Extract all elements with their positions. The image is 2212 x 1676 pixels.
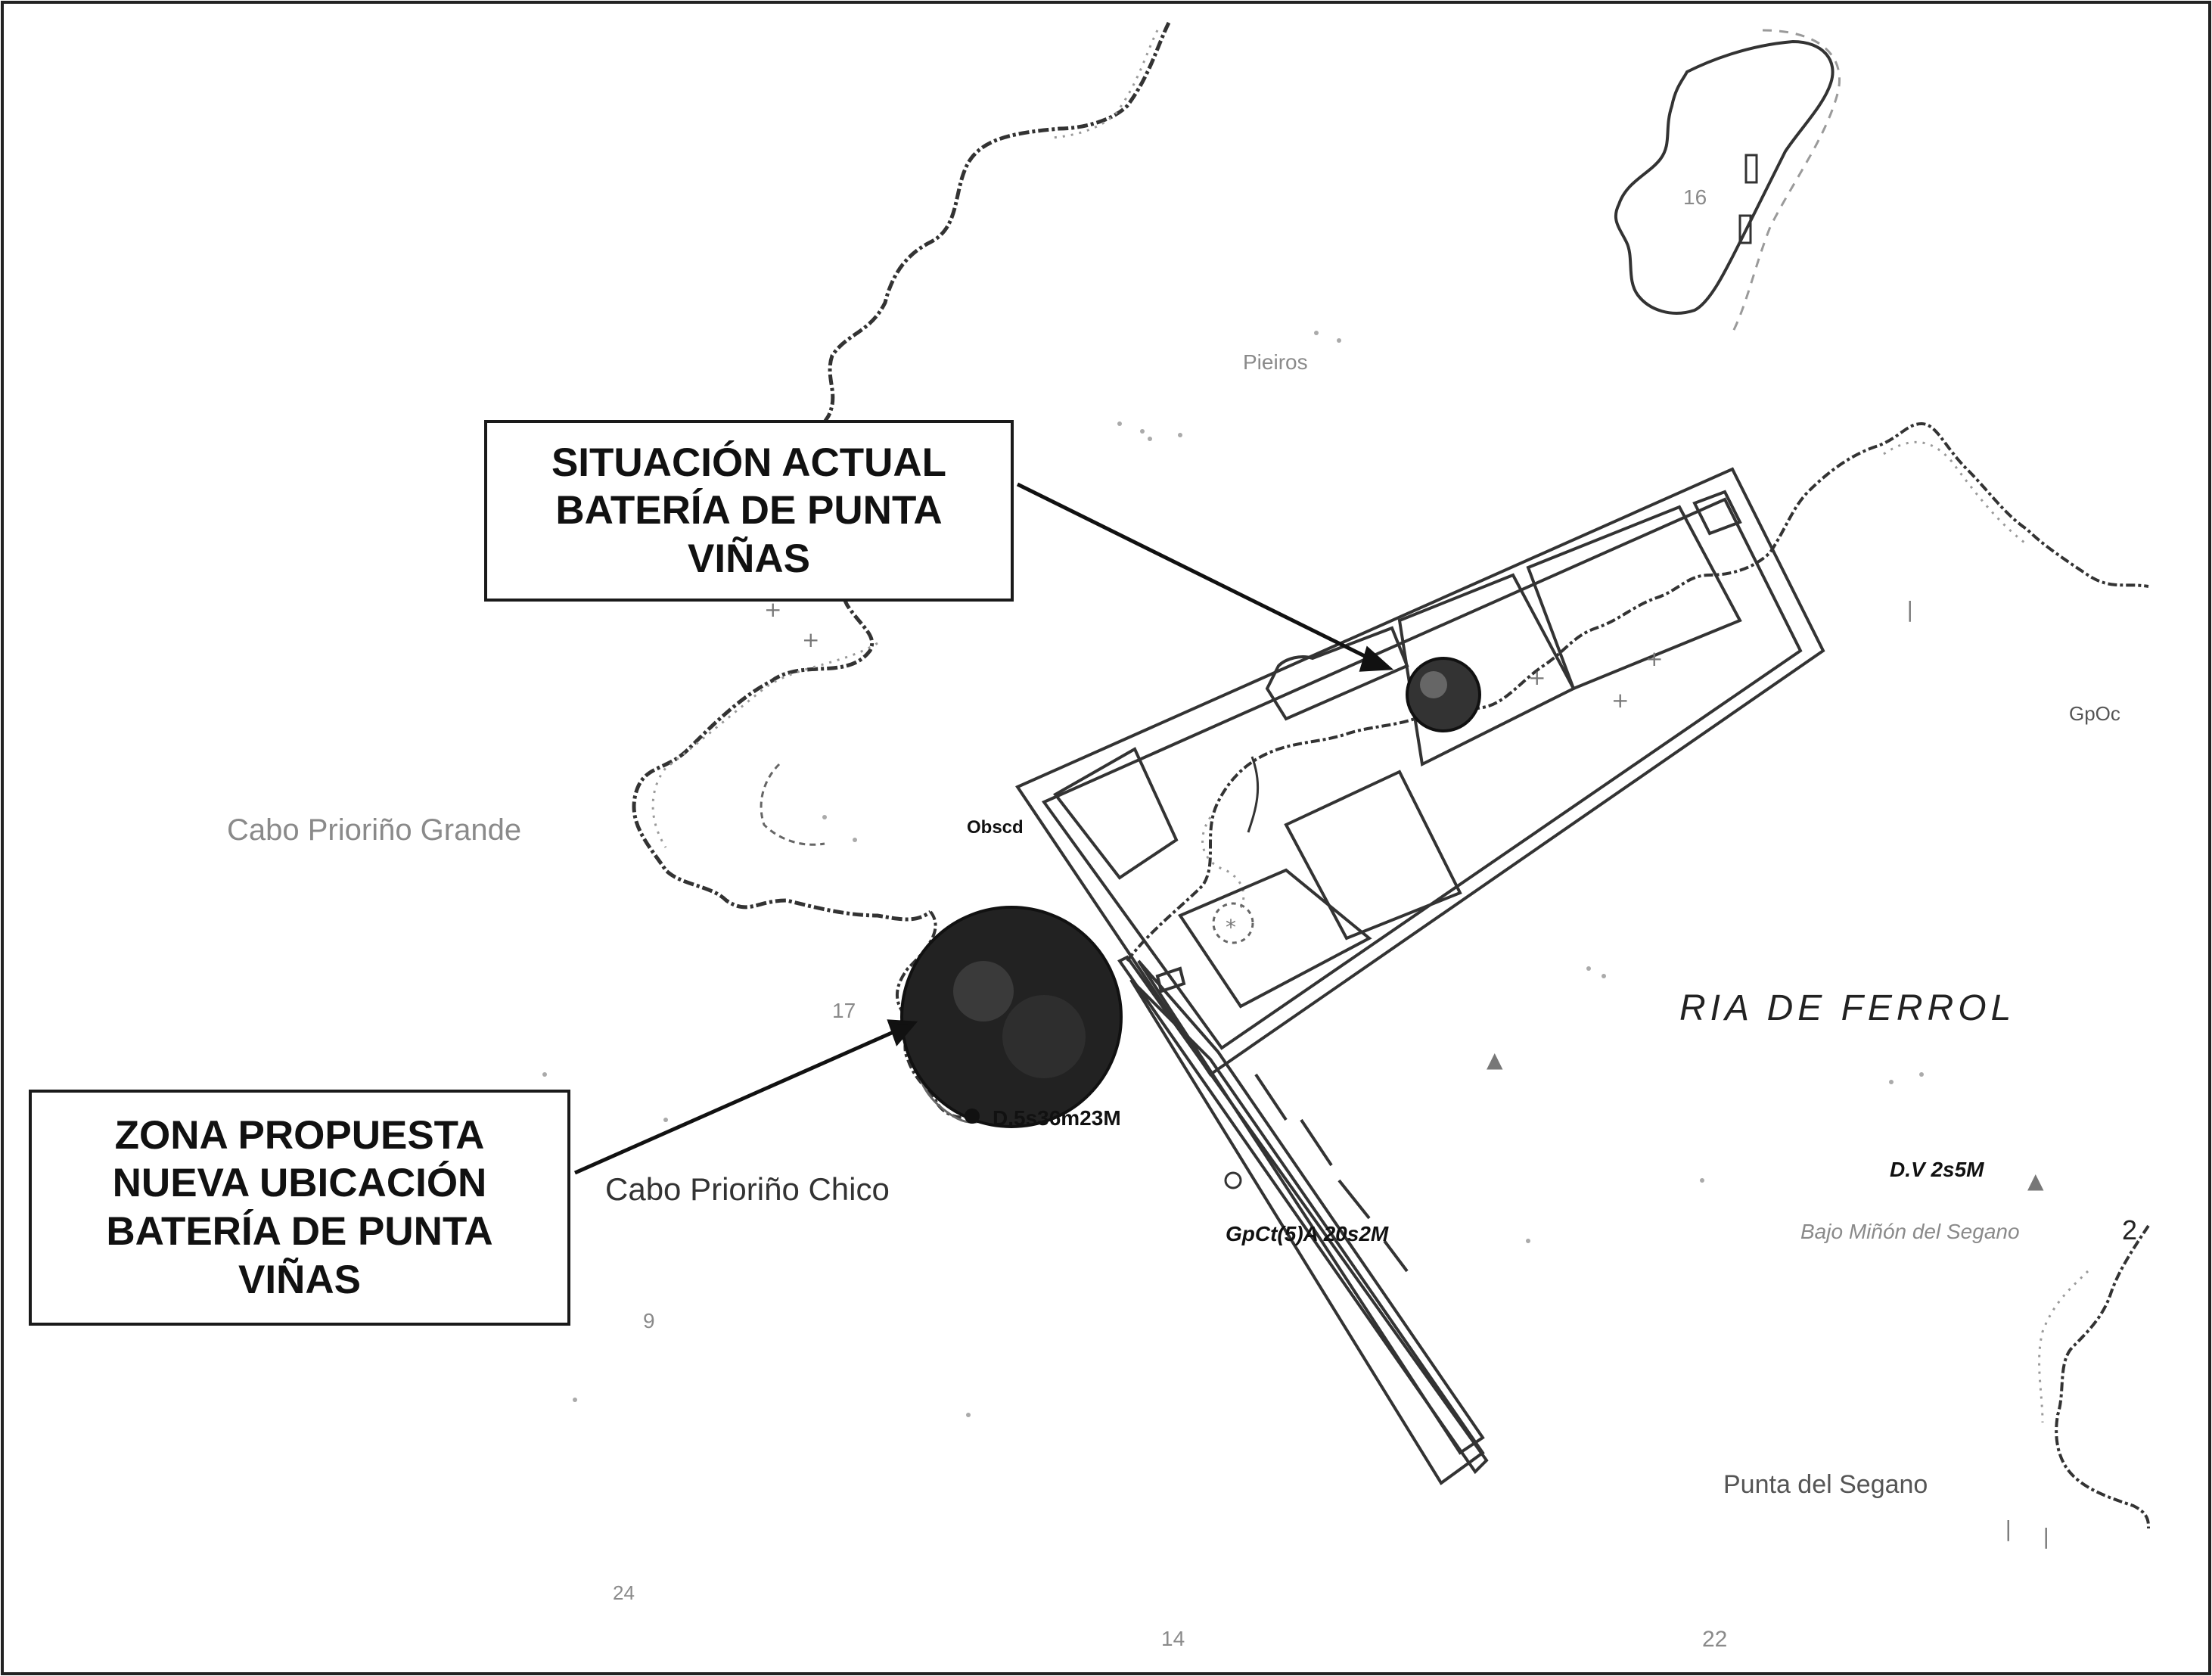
label-cabo-light: D.5s36m23M [993,1106,1121,1130]
proposed-zone-text: ZONA PROPUESTA NUEVA UBICACIÓN BATERÍA D… [106,1112,493,1302]
label-gpoc: GpOc [2069,702,2120,725]
label-pier-light: GpCt(5)A 20s2M [1226,1222,1389,1245]
label-obscd: Obscd [967,817,1024,838]
sounding: 9 [643,1309,655,1332]
svg-text:▲: ▲ [1487,1047,1503,1072]
svg-text:+: + [1528,665,1546,690]
svg-text:▲: ▲ [2027,1168,2044,1193]
sounding: 2 [2122,1214,2138,1245]
current-location-callout: SITUACIÓN ACTUAL BATERÍA DE PUNTA VIÑAS [484,420,1014,602]
label-punta-segano: Punta del Segano [1723,1470,1928,1499]
label-segano-light: D.V 2s5M [1890,1158,1984,1181]
coastline-harbour [1126,421,2149,962]
svg-text:+: + [1611,688,1629,713]
current-location-text: SITUACIÓN ACTUAL BATERÍA DE PUNTA VIÑAS [551,440,947,581]
svg-text:+: + [764,597,781,622]
sounding: 16 [1683,185,1707,209]
label-ria: RIA DE FERROL [1679,988,2016,1028]
leader-lines [573,482,1394,1175]
sounding: 17 [832,999,856,1022]
svg-text:+: + [1645,646,1663,671]
svg-text:|: | [1906,597,1913,622]
label-pieiros: Pieiros [1243,350,1308,374]
island [1614,39,1835,315]
proposed-zone-callout: ZONA PROPUESTA NUEVA UBICACIÓN BATERÍA D… [29,1090,570,1326]
label-cabo-chico: Cabo Prioriño Chico [605,1171,890,1207]
port-outline [1015,467,1825,1485]
sounding: 14 [1161,1627,1185,1650]
svg-text:|: | [2043,1524,2049,1549]
svg-text:*: * [1226,915,1236,940]
svg-text:+: + [802,627,819,652]
label-cabo-grande: Cabo Prioriño Grande [227,813,522,847]
label-bajo-segano: Bajo Miñón del Segano [1800,1220,2020,1243]
sounding: 22 [1702,1627,1728,1652]
coastline-segano [2055,1224,2150,1529]
svg-text:|: | [2005,1516,2012,1541]
sounding: 24 [613,1581,635,1604]
current-battery-marker [1406,657,1481,732]
